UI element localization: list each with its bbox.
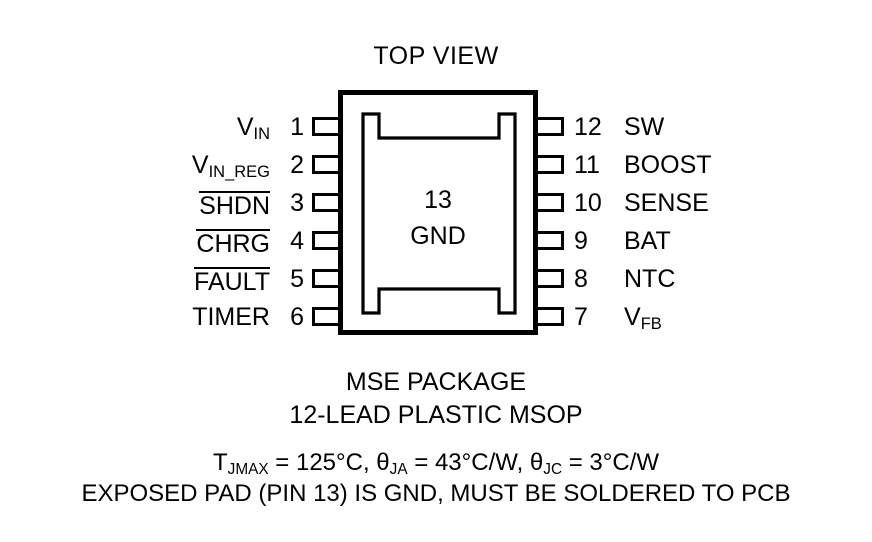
pin-number-7: 7 — [574, 302, 588, 331]
pin-lead-11 — [538, 155, 564, 174]
pin-number-5: 5 — [290, 264, 304, 293]
pin-number-6: 6 — [290, 302, 304, 331]
package-name-caption: MSE PACKAGE — [345, 368, 527, 396]
lead-count-caption: 12-LEAD PLASTIC MSOP — [289, 401, 583, 429]
exposed-pad-note-caption: EXPOSED PAD (PIN 13) IS GND, MUST BE SOL… — [81, 480, 791, 507]
pin-label-sw: SW — [624, 112, 665, 141]
tjmax-subscript: JMAX — [227, 461, 269, 479]
pin-label-fault: FAULT — [194, 266, 270, 296]
pin-lead-2 — [312, 155, 338, 174]
pin-name-subscript: IN — [253, 124, 271, 143]
pin-lead-1 — [312, 117, 338, 136]
tjmax-value: = 125°C, — [268, 449, 377, 476]
tjmax-symbol: T — [212, 449, 228, 476]
pin-number-11: 11 — [574, 150, 600, 179]
pin-label-chrg: CHRG — [196, 228, 270, 258]
pin-lead-4 — [312, 231, 338, 250]
pin-lead-7 — [538, 307, 564, 326]
pin-name-subscript: IN_REG — [208, 162, 270, 181]
pin-lead-3 — [312, 193, 338, 212]
pin-label-boost: BOOST — [624, 150, 712, 179]
pin-label-v-fb: VFB — [624, 302, 662, 333]
pin-lead-9 — [538, 231, 564, 250]
pin-label-timer: TIMER — [192, 302, 270, 331]
pin-number-2: 2 — [290, 150, 304, 179]
pin-number-4: 4 — [290, 226, 304, 255]
exposed-pad-outline — [361, 112, 517, 315]
active-low-overbar: SHDN — [199, 190, 270, 220]
pin-number-10: 10 — [574, 188, 602, 217]
pin-name-subscript: FB — [640, 314, 662, 333]
pin-label-ntc: NTC — [624, 264, 676, 293]
theta-jc-value: = 3°C/W — [562, 449, 659, 476]
pin-label-shdn: SHDN — [199, 190, 270, 220]
pin-label-v-in: VIN — [236, 112, 271, 143]
theta-jc-symbol: θ — [529, 449, 544, 476]
diagram-title: TOP VIEW — [373, 42, 499, 70]
thermal-spec-caption: TJMAX = 125°C, θJA = 43°C/W, θJC = 3°C/W — [0, 449, 872, 479]
pin-lead-10 — [538, 193, 564, 212]
theta-ja-subscript: JA — [389, 461, 408, 479]
pin-label-v-in-reg: VIN_REG — [191, 150, 270, 181]
pin-lead-8 — [538, 269, 564, 288]
active-low-overbar: FAULT — [194, 266, 270, 296]
pin-lead-6 — [312, 307, 338, 326]
pin-label-sense: SENSE — [624, 188, 709, 217]
package-body-outline — [338, 90, 538, 335]
theta-jc-subscript: JC — [543, 461, 563, 479]
pin-label-bat: BAT — [624, 226, 671, 255]
pin-number-1: 1 — [290, 112, 304, 141]
exposed-pad-name: GND — [410, 222, 466, 250]
pin-number-3: 3 — [290, 188, 304, 217]
pin-lead-12 — [538, 117, 564, 136]
pin-number-8: 8 — [574, 264, 588, 293]
theta-ja-symbol: θ — [376, 449, 390, 476]
pin-number-12: 12 — [574, 112, 602, 141]
pin-number-9: 9 — [574, 226, 588, 255]
theta-ja-value: = 43°C/W, — [407, 449, 530, 476]
pin-lead-5 — [312, 269, 338, 288]
exposed-pad-number: 13 — [424, 186, 452, 214]
active-low-overbar: CHRG — [196, 228, 270, 258]
